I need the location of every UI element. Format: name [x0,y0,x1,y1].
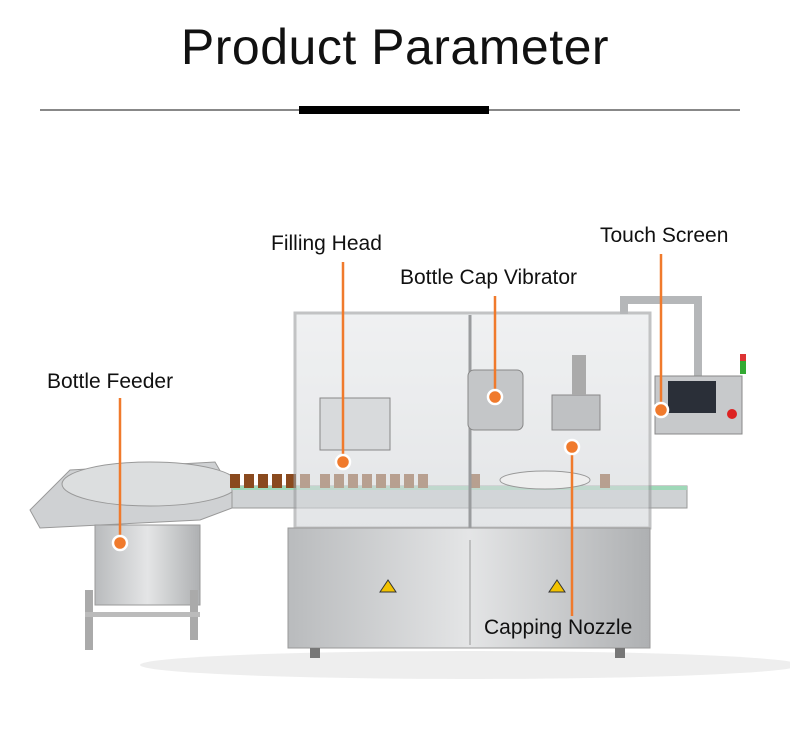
label-capping-nozzle: Capping Nozzle [484,616,633,639]
capping-nozzle-marker [563,438,581,456]
title-divider-accent [299,106,489,114]
filling-pumps [319,397,391,451]
base-cabinet [287,527,651,649]
label-bottle-feeder: Bottle Feeder [47,370,174,393]
floor-shadow [140,651,790,679]
bottle-feeder-unit [29,461,241,650]
bottle-feeder-marker [111,534,129,552]
label-filling-head: Filling Head [271,232,382,255]
cap-vibrator-marker [486,388,504,406]
label-touch-screen: Touch Screen [600,224,729,247]
touch-screen-marker [652,401,670,419]
page-title: Product Parameter [180,19,610,75]
label-bottle-cap-vibrator: Bottle Cap Vibrator [400,266,578,289]
filling-head-marker [334,453,352,471]
